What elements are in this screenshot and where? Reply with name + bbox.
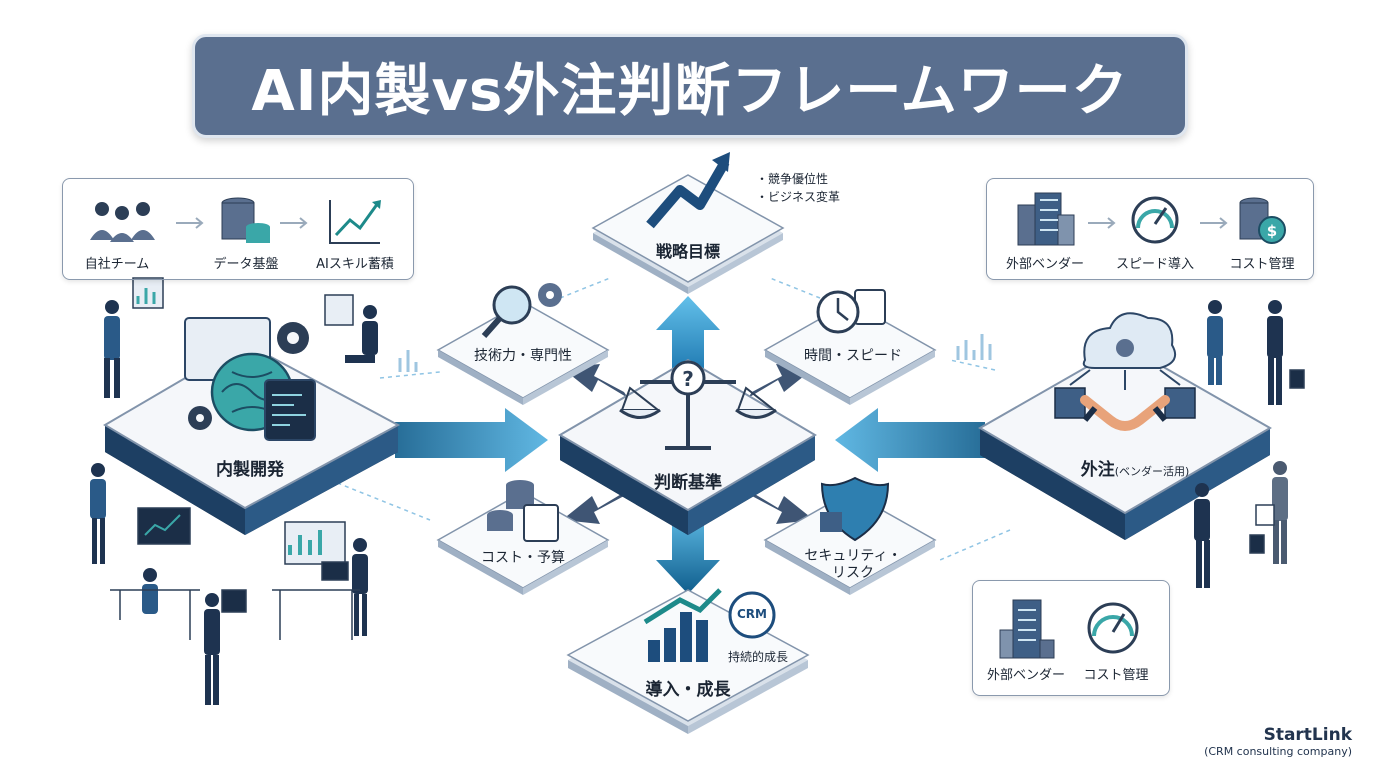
outsource-label-sub: (ベンダー活用): [1114, 465, 1190, 478]
arrow-inhouse-to-hub: [395, 408, 548, 472]
brain-icon: [184, 317, 316, 441]
node-label-security-2: リスク: [832, 565, 874, 581]
strategy-bullet-2: ・ビジネス変革: [756, 190, 841, 204]
strategy-bullet-1: ・競争優位性: [756, 172, 829, 186]
chart-up-icon: [329, 200, 381, 244]
lower-label-vendor: 外部ベンダー: [986, 668, 1065, 683]
strategy-platform: [591, 152, 785, 294]
node-label-growth: 導入・成長: [645, 680, 731, 700]
team-icon: [90, 202, 155, 242]
arrow-hub-to-strategy: [656, 296, 720, 378]
node-label-growth-note: 持続的成長: [727, 650, 788, 664]
inhouse-platform: [103, 341, 401, 535]
outsource-label: 外注(ベンダー活用): [1060, 455, 1210, 480]
outsource-label-main: 外注: [1080, 460, 1115, 480]
outsource-callout-card: [986, 178, 1314, 280]
security-platform: [763, 476, 937, 595]
arrow-hub-to-growth: [656, 508, 720, 594]
node-label-cost: コスト・予算: [481, 550, 565, 566]
scales-icon: ?: [619, 360, 777, 450]
workstation: [110, 277, 1305, 640]
dotted-connectors: [329, 277, 1011, 561]
brand-name: StartLink: [1263, 725, 1352, 745]
time-platform: [763, 289, 937, 405]
cost-platform: [436, 480, 610, 595]
node-label-time: 時間・スピード: [804, 348, 902, 364]
cloud-icon: [1069, 312, 1181, 390]
inhouse-label: 内製開発: [216, 460, 284, 480]
node-label-tech: 技術力・専門性: [474, 348, 572, 364]
outsource-lower-card: [972, 580, 1170, 696]
flow-label-data: データ基盤: [213, 257, 279, 272]
speedometer-icon: [1087, 602, 1139, 654]
speedometer-icon: [1131, 196, 1179, 244]
brand-subtitle: (CRM consulting company): [1204, 745, 1352, 758]
gear-icon: [188, 322, 309, 430]
person-icon: [90, 300, 1288, 705]
arrow-outsource-to-hub: [835, 408, 985, 472]
flow-label-cost: コスト管理: [1229, 257, 1295, 272]
crm-badge: CRM: [737, 607, 767, 621]
handshake-icon: [1054, 387, 1196, 431]
flow-label-skill: AIスキル蓄積: [316, 257, 394, 272]
mini-chart: [398, 334, 992, 372]
title-banner: AI内製vs外注判断フレームワーク: [192, 34, 1188, 138]
arrow-hub-to-cost: [562, 490, 628, 524]
node-label-security-1: セキュリティ・: [804, 548, 902, 564]
database-icon: [221, 197, 270, 243]
brand-block: StartLink (CRM consulting company): [1204, 725, 1352, 758]
flow-label-speed: スピード導入: [1115, 257, 1194, 272]
flow-label-team: 自社チーム: [84, 257, 150, 272]
page-title: AI内製vs外注判断フレームワーク: [251, 58, 1129, 124]
svg-text:?: ?: [682, 367, 694, 391]
flow-label-vendor: 外部ベンダー: [1005, 257, 1084, 272]
tech-platform: [436, 283, 610, 405]
node-label-strategy: 戦略目標: [655, 242, 720, 261]
arrow-hub-to-security: [748, 490, 814, 524]
svg-text:$: $: [1267, 222, 1277, 240]
coins-icon: $: [1239, 197, 1286, 244]
growth-platform: [566, 588, 810, 734]
building-icon: [1017, 192, 1075, 246]
chevron-right-icon: [176, 217, 1228, 229]
hub-label: 判断基準: [654, 473, 722, 493]
inhouse-callout-card: [62, 178, 414, 280]
lower-label-cost: コスト管理: [1083, 668, 1149, 683]
building-icon: [999, 599, 1055, 659]
